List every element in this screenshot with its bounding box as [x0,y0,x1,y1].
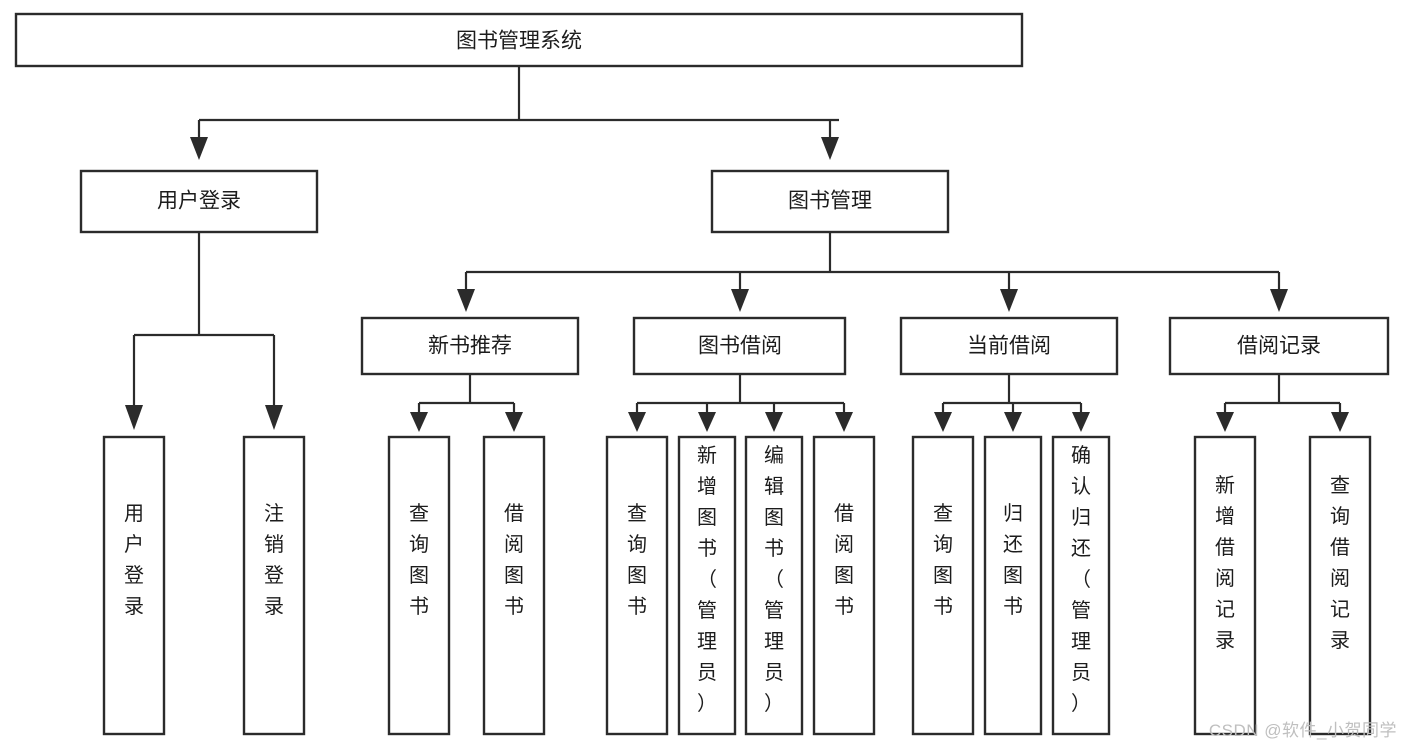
leaf-query-book-3-label: 查询图书 [933,502,953,618]
connector-group-book-manage [457,232,1288,312]
arrow-cb-leaf-2 [1004,412,1022,432]
leaf-return-book[interactable]: 归还图书 [983,435,1043,736]
arrow-root-to-user-login [190,137,208,160]
arrow-book-manage-to-current-borrow [1000,289,1018,312]
leaf-user-logout-box[interactable] [242,435,306,736]
connector-group-root [190,66,839,160]
arrow-nbr-leaf-2 [505,412,523,432]
leaf-confirm-return[interactable]: 确认归还（管理员） [1051,435,1111,736]
leaf-user-logout-label: 注销登录 [264,502,284,618]
node-user-login[interactable]: 用户登录 [79,169,319,234]
leaf-user-logout[interactable]: 注销登录 [242,435,306,736]
arrow-book-manage-to-book-borrow [731,289,749,312]
arrow-nbr-leaf-1 [410,412,428,432]
node-book-manage-label: 图书管理 [788,190,872,213]
node-book-manage-box[interactable] [710,169,950,234]
connector-group-book-borrow [628,374,853,432]
arrow-root-to-book-manage [821,137,839,160]
leaf-query-book-1-box[interactable] [387,435,451,736]
connector-group-user-login [125,232,283,430]
arrow-user-login-leaf-2 [265,405,283,430]
leaf-confirm-return-box[interactable] [1051,435,1111,736]
arrow-bb-leaf-4 [835,412,853,432]
node-new-book-recommend-label: 新书推荐 [428,335,512,358]
leaf-query-book-1[interactable]: 查询图书 [387,435,451,736]
node-book-borrow[interactable]: 图书借阅 [632,316,847,376]
node-current-borrow-box[interactable] [899,316,1119,376]
leaf-add-record-box[interactable] [1193,435,1257,736]
leaf-edit-book-box[interactable] [744,435,804,736]
leaf-query-record-box[interactable] [1308,435,1372,736]
arrow-book-manage-to-new-book-recommend [457,289,475,312]
leaf-query-record-label: 查询借阅记录 [1330,474,1350,652]
arrow-book-manage-to-borrow-record [1270,289,1288,312]
connector-group-new-book-recommend [410,374,523,432]
node-root[interactable]: 图书管理系统 [14,12,1024,68]
leaf-borrow-book-2-label: 借阅图书 [834,502,854,618]
leaf-user-login-box[interactable] [102,435,166,736]
arrow-bb-leaf-1 [628,412,646,432]
leaf-query-record[interactable]: 查询借阅记录 [1308,435,1372,736]
leaf-return-book-label: 归还图书 [1003,502,1023,618]
leaf-query-book-3-box[interactable] [911,435,975,736]
node-user-login-label: 用户登录 [157,190,241,213]
leaf-borrow-book-2[interactable]: 借阅图书 [812,435,876,736]
leaf-borrow-book-1[interactable]: 借阅图书 [482,435,546,736]
node-new-book-recommend-box[interactable] [360,316,580,376]
node-new-book-recommend[interactable]: 新书推荐 [360,316,580,376]
leaf-confirm-return-label: 确认归还（管理员） [1071,444,1091,715]
arrow-bb-leaf-3 [765,412,783,432]
leaf-query-book-2[interactable]: 查询图书 [605,435,669,736]
leaf-borrow-book-1-box[interactable] [482,435,546,736]
node-borrow-record[interactable]: 借阅记录 [1168,316,1390,376]
node-borrow-record-box[interactable] [1168,316,1390,376]
leaf-query-book-3[interactable]: 查询图书 [911,435,975,736]
node-borrow-record-label: 借阅记录 [1237,335,1321,358]
leaf-query-book-1-label: 查询图书 [409,502,429,618]
leaf-query-book-2-label: 查询图书 [627,502,647,618]
leaf-return-book-box[interactable] [983,435,1043,736]
leaf-add-book-box[interactable] [677,435,737,736]
connector-group-current-borrow [934,374,1090,432]
leaf-add-book[interactable]: 新增图书（管理员） [677,435,737,736]
arrow-cb-leaf-1 [934,412,952,432]
arrow-br-leaf-2 [1331,412,1349,432]
node-current-borrow-label: 当前借阅 [967,335,1051,358]
node-book-borrow-label: 图书借阅 [698,335,782,358]
leaf-add-record[interactable]: 新增借阅记录 [1193,435,1257,736]
arrow-bb-leaf-2 [698,412,716,432]
node-root-label: 图书管理系统 [456,30,582,53]
leaf-add-record-label: 新增借阅记录 [1215,474,1235,652]
arrow-cb-leaf-3 [1072,412,1090,432]
leaf-add-book-label: 新增图书（管理员） [697,444,717,715]
node-user-login-box[interactable] [79,169,319,234]
leaf-borrow-book-1-label: 借阅图书 [504,502,524,618]
node-book-manage[interactable]: 图书管理 [710,169,950,234]
connector-group-borrow-record [1216,374,1349,432]
leaf-user-login-label: 用户登录 [124,503,144,618]
arrow-br-leaf-1 [1216,412,1234,432]
arrow-user-login-leaf-1 [125,405,143,430]
node-root-box[interactable] [14,12,1024,68]
leaf-edit-book-label: 编辑图书（管理员） [764,444,784,715]
leaf-borrow-book-2-box[interactable] [812,435,876,736]
node-current-borrow[interactable]: 当前借阅 [899,316,1119,376]
leaf-user-login[interactable]: 用户登录 [102,435,166,736]
leaf-query-book-2-box[interactable] [605,435,669,736]
node-book-borrow-box[interactable] [632,316,847,376]
leaf-edit-book[interactable]: 编辑图书（管理员） [744,435,804,736]
